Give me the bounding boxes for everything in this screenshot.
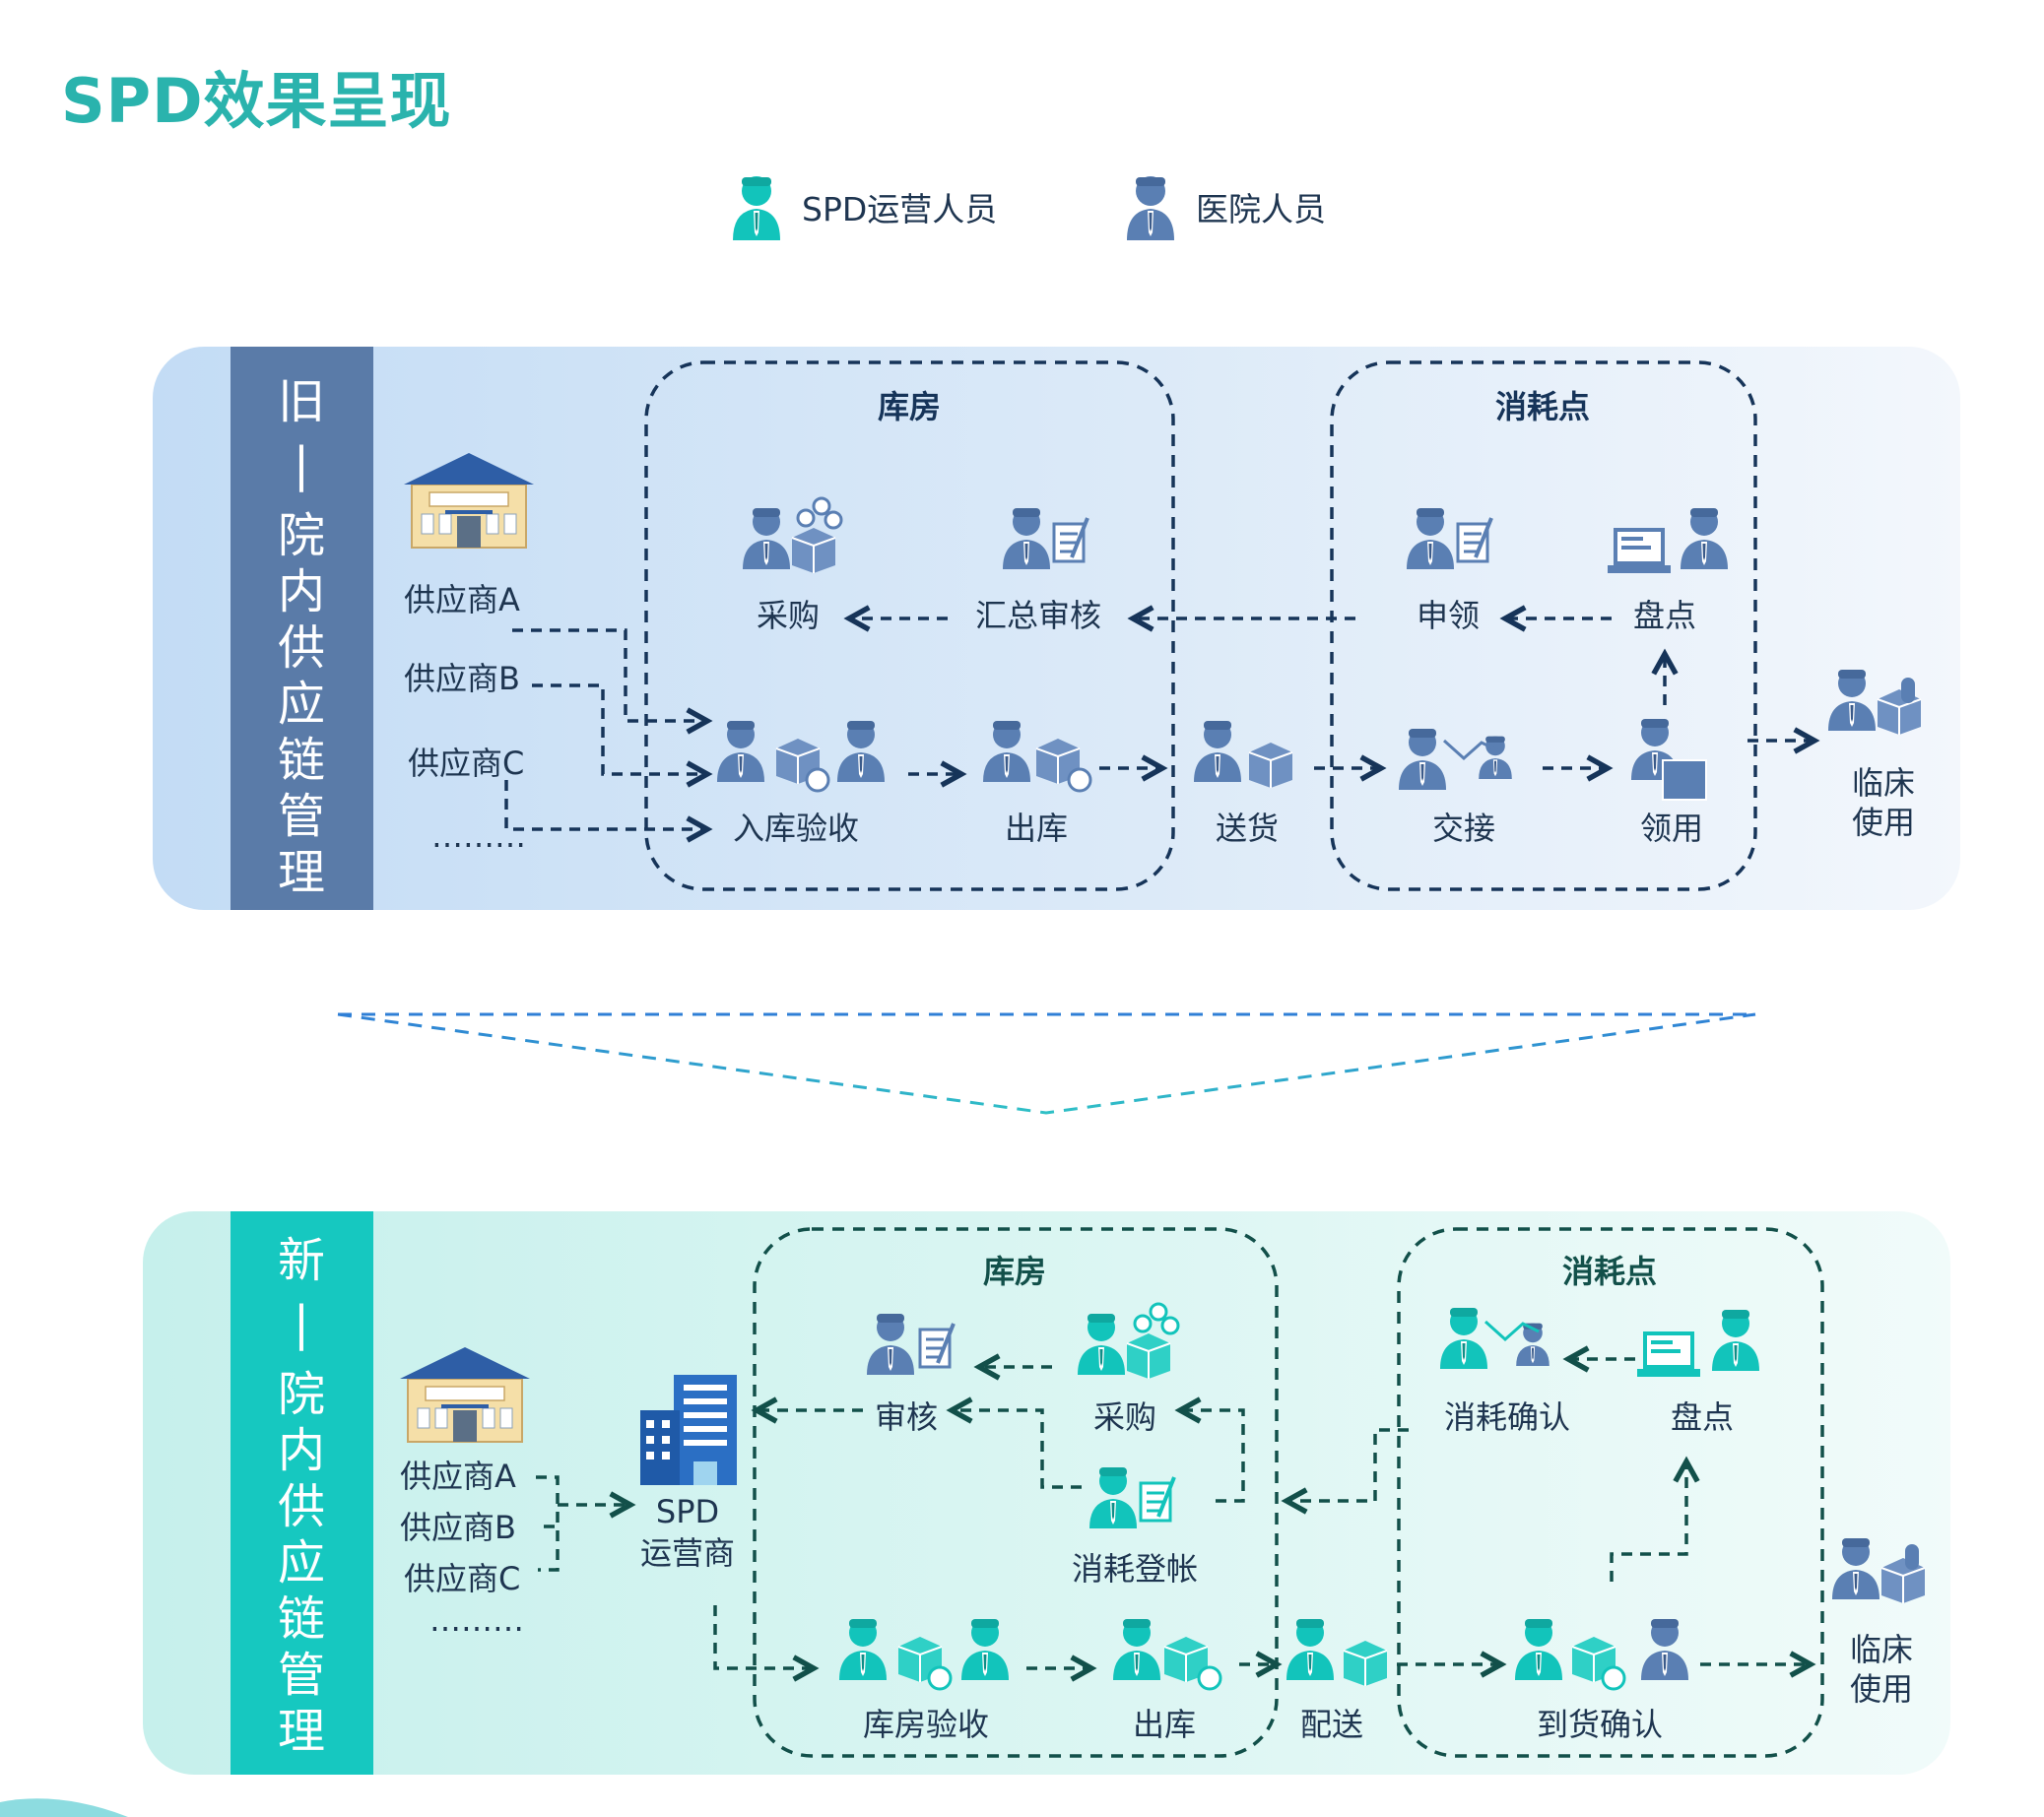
old-consumption-region	[1330, 360, 1757, 891]
old-tab-char: 应	[278, 677, 325, 732]
new-distribute-label: 配送	[1300, 1706, 1363, 1743]
new-panel: 新 | 院 内 供 应 链 管 理 库房 消耗点	[143, 1211, 1950, 1775]
old-tab-char: 供	[278, 620, 325, 676]
spd-operator-label-line2: 运营商	[640, 1534, 735, 1572]
new-warehouse-region	[753, 1227, 1279, 1758]
new-consume-confirm-icon	[1440, 1308, 1549, 1369]
spd-operator-label-line1: SPD	[656, 1493, 719, 1530]
new-inventory-label: 盘点	[1671, 1398, 1734, 1436]
page-title: SPD效果呈现	[61, 65, 452, 137]
old-inventory-label: 盘点	[1633, 597, 1696, 634]
old-tab-char: 院	[278, 508, 325, 563]
new-supplier-more: ………	[429, 1601, 524, 1639]
new-tab-char: 理	[278, 1704, 325, 1759]
spd-operator-building-icon	[640, 1375, 737, 1485]
new-clinical-icon	[1832, 1538, 1926, 1604]
new-panel-bg	[143, 1211, 1950, 1775]
new-tab	[231, 1211, 373, 1775]
new-clinical-label-1: 临床	[1850, 1631, 1913, 1668]
new-purchase-icon	[1078, 1302, 1180, 1380]
new-tab-char: 供	[278, 1479, 325, 1534]
new-flow-arrows	[536, 1345, 1816, 1682]
old-tab-char: 管	[278, 789, 325, 844]
old-node-labels: 采购 汇总审核 申领 盘点 入库验收 出库 送货 交接 领用 临床 使用	[733, 597, 1915, 847]
new-supplier-c: 供应商C	[404, 1560, 520, 1597]
old-panel: 旧 | 院 内 供 应 链 管 理 库房 消耗点 供应商A 供应商B 供应商C …	[153, 347, 1960, 910]
old-purchase-icon	[743, 496, 843, 574]
old-outbound-label: 出库	[1005, 810, 1068, 847]
old-flow-arrows	[504, 605, 1820, 843]
new-arrival-confirm-label: 到货确认	[1537, 1706, 1663, 1743]
new-supplier-b: 供应商B	[400, 1509, 516, 1546]
new-tab-char: 内	[278, 1423, 325, 1478]
old-deliver-label: 送货	[1216, 810, 1279, 847]
new-review-label: 审核	[875, 1398, 938, 1436]
old-warehouse-region	[644, 360, 1175, 891]
old-tab-char: 旧	[278, 374, 325, 429]
new-receive-check-icon	[839, 1619, 1009, 1691]
old-supplier-c: 供应商C	[408, 745, 524, 782]
new-supplier-list: 供应商A 供应商B 供应商C ………	[400, 1458, 524, 1639]
old-take-icon	[1631, 719, 1707, 801]
spd-operator-label: SPD 运营商	[640, 1493, 735, 1572]
old-tab-char: 内	[278, 564, 325, 619]
new-consume-billing-label: 消耗登帐	[1072, 1550, 1198, 1588]
old-supplier-a: 供应商A	[404, 581, 520, 618]
new-tab-char: 管	[278, 1648, 325, 1703]
new-clinical-label-2: 使用	[1850, 1670, 1913, 1708]
corner-swoosh	[0, 1798, 128, 1817]
old-receive-check-icon	[717, 721, 885, 793]
old-summary-review-label: 汇总审核	[975, 597, 1101, 634]
old-tab-label: 旧 | 院 内 供 应 链 管 理	[278, 374, 325, 900]
old-tab-char: 链	[278, 733, 325, 788]
old-supplier-more: ………	[431, 817, 526, 855]
old-take-label: 领用	[1640, 810, 1703, 847]
old-clinical-label-2: 使用	[1852, 804, 1915, 841]
new-tab-char: 院	[278, 1367, 325, 1422]
old-tab-char: 理	[278, 845, 325, 900]
person-icon-blue	[1127, 176, 1174, 240]
new-tab-char: |	[294, 1296, 309, 1351]
transition-funnel	[337, 1012, 1756, 1115]
new-consume-confirm-label: 消耗确认	[1444, 1398, 1570, 1436]
old-warehouse-label: 库房	[878, 388, 941, 425]
old-handover-icon	[1399, 729, 1512, 790]
old-clinical-label-1: 临床	[1852, 764, 1915, 802]
new-arrival-confirm-icon	[1515, 1619, 1688, 1691]
old-handover-label: 交接	[1432, 810, 1495, 847]
old-tab	[231, 347, 373, 910]
new-tab-char: 应	[278, 1535, 325, 1590]
new-tab-char: 链	[278, 1591, 325, 1647]
legend-spd-staff: SPD运营人员	[729, 167, 997, 246]
old-supplier-b: 供应商B	[404, 660, 520, 697]
new-supplier-a: 供应商A	[400, 1458, 516, 1495]
person-icon-teal	[733, 176, 780, 240]
new-tab-label: 新 | 院 内 供 应 链 管 理	[278, 1233, 325, 1759]
old-supplier-list: 供应商A 供应商B 供应商C ………	[404, 581, 526, 855]
new-outbound-icon	[1113, 1619, 1222, 1691]
new-consumption-region	[1397, 1227, 1824, 1758]
legend-label-hospital: 医院人员	[1196, 190, 1326, 228]
old-outbound-icon	[983, 721, 1092, 793]
legend-label-spd: SPD运营人员	[802, 190, 998, 228]
old-receive-check-label: 入库验收	[733, 810, 859, 847]
new-warehouse-label: 库房	[983, 1253, 1046, 1290]
old-apply-label: 申领	[1417, 597, 1480, 634]
new-receive-check-label: 库房验收	[863, 1706, 989, 1743]
new-outbound-label: 出库	[1133, 1706, 1196, 1743]
new-purchase-label: 采购	[1093, 1398, 1156, 1436]
old-consumption-label: 消耗点	[1495, 388, 1590, 425]
old-purchase-label: 采购	[757, 597, 820, 634]
new-node-labels: 审核 采购 消耗登帐 消耗确认 盘点 库房验收 出库 配送 到货确认 临床 使用	[863, 1398, 1913, 1743]
legend-hospital-staff: 医院人员	[1123, 167, 1326, 246]
old-clinical-icon	[1828, 670, 1922, 736]
new-tab-char: 新	[278, 1233, 325, 1288]
old-tab-char: |	[294, 437, 309, 492]
new-consumption-label: 消耗点	[1562, 1253, 1657, 1290]
